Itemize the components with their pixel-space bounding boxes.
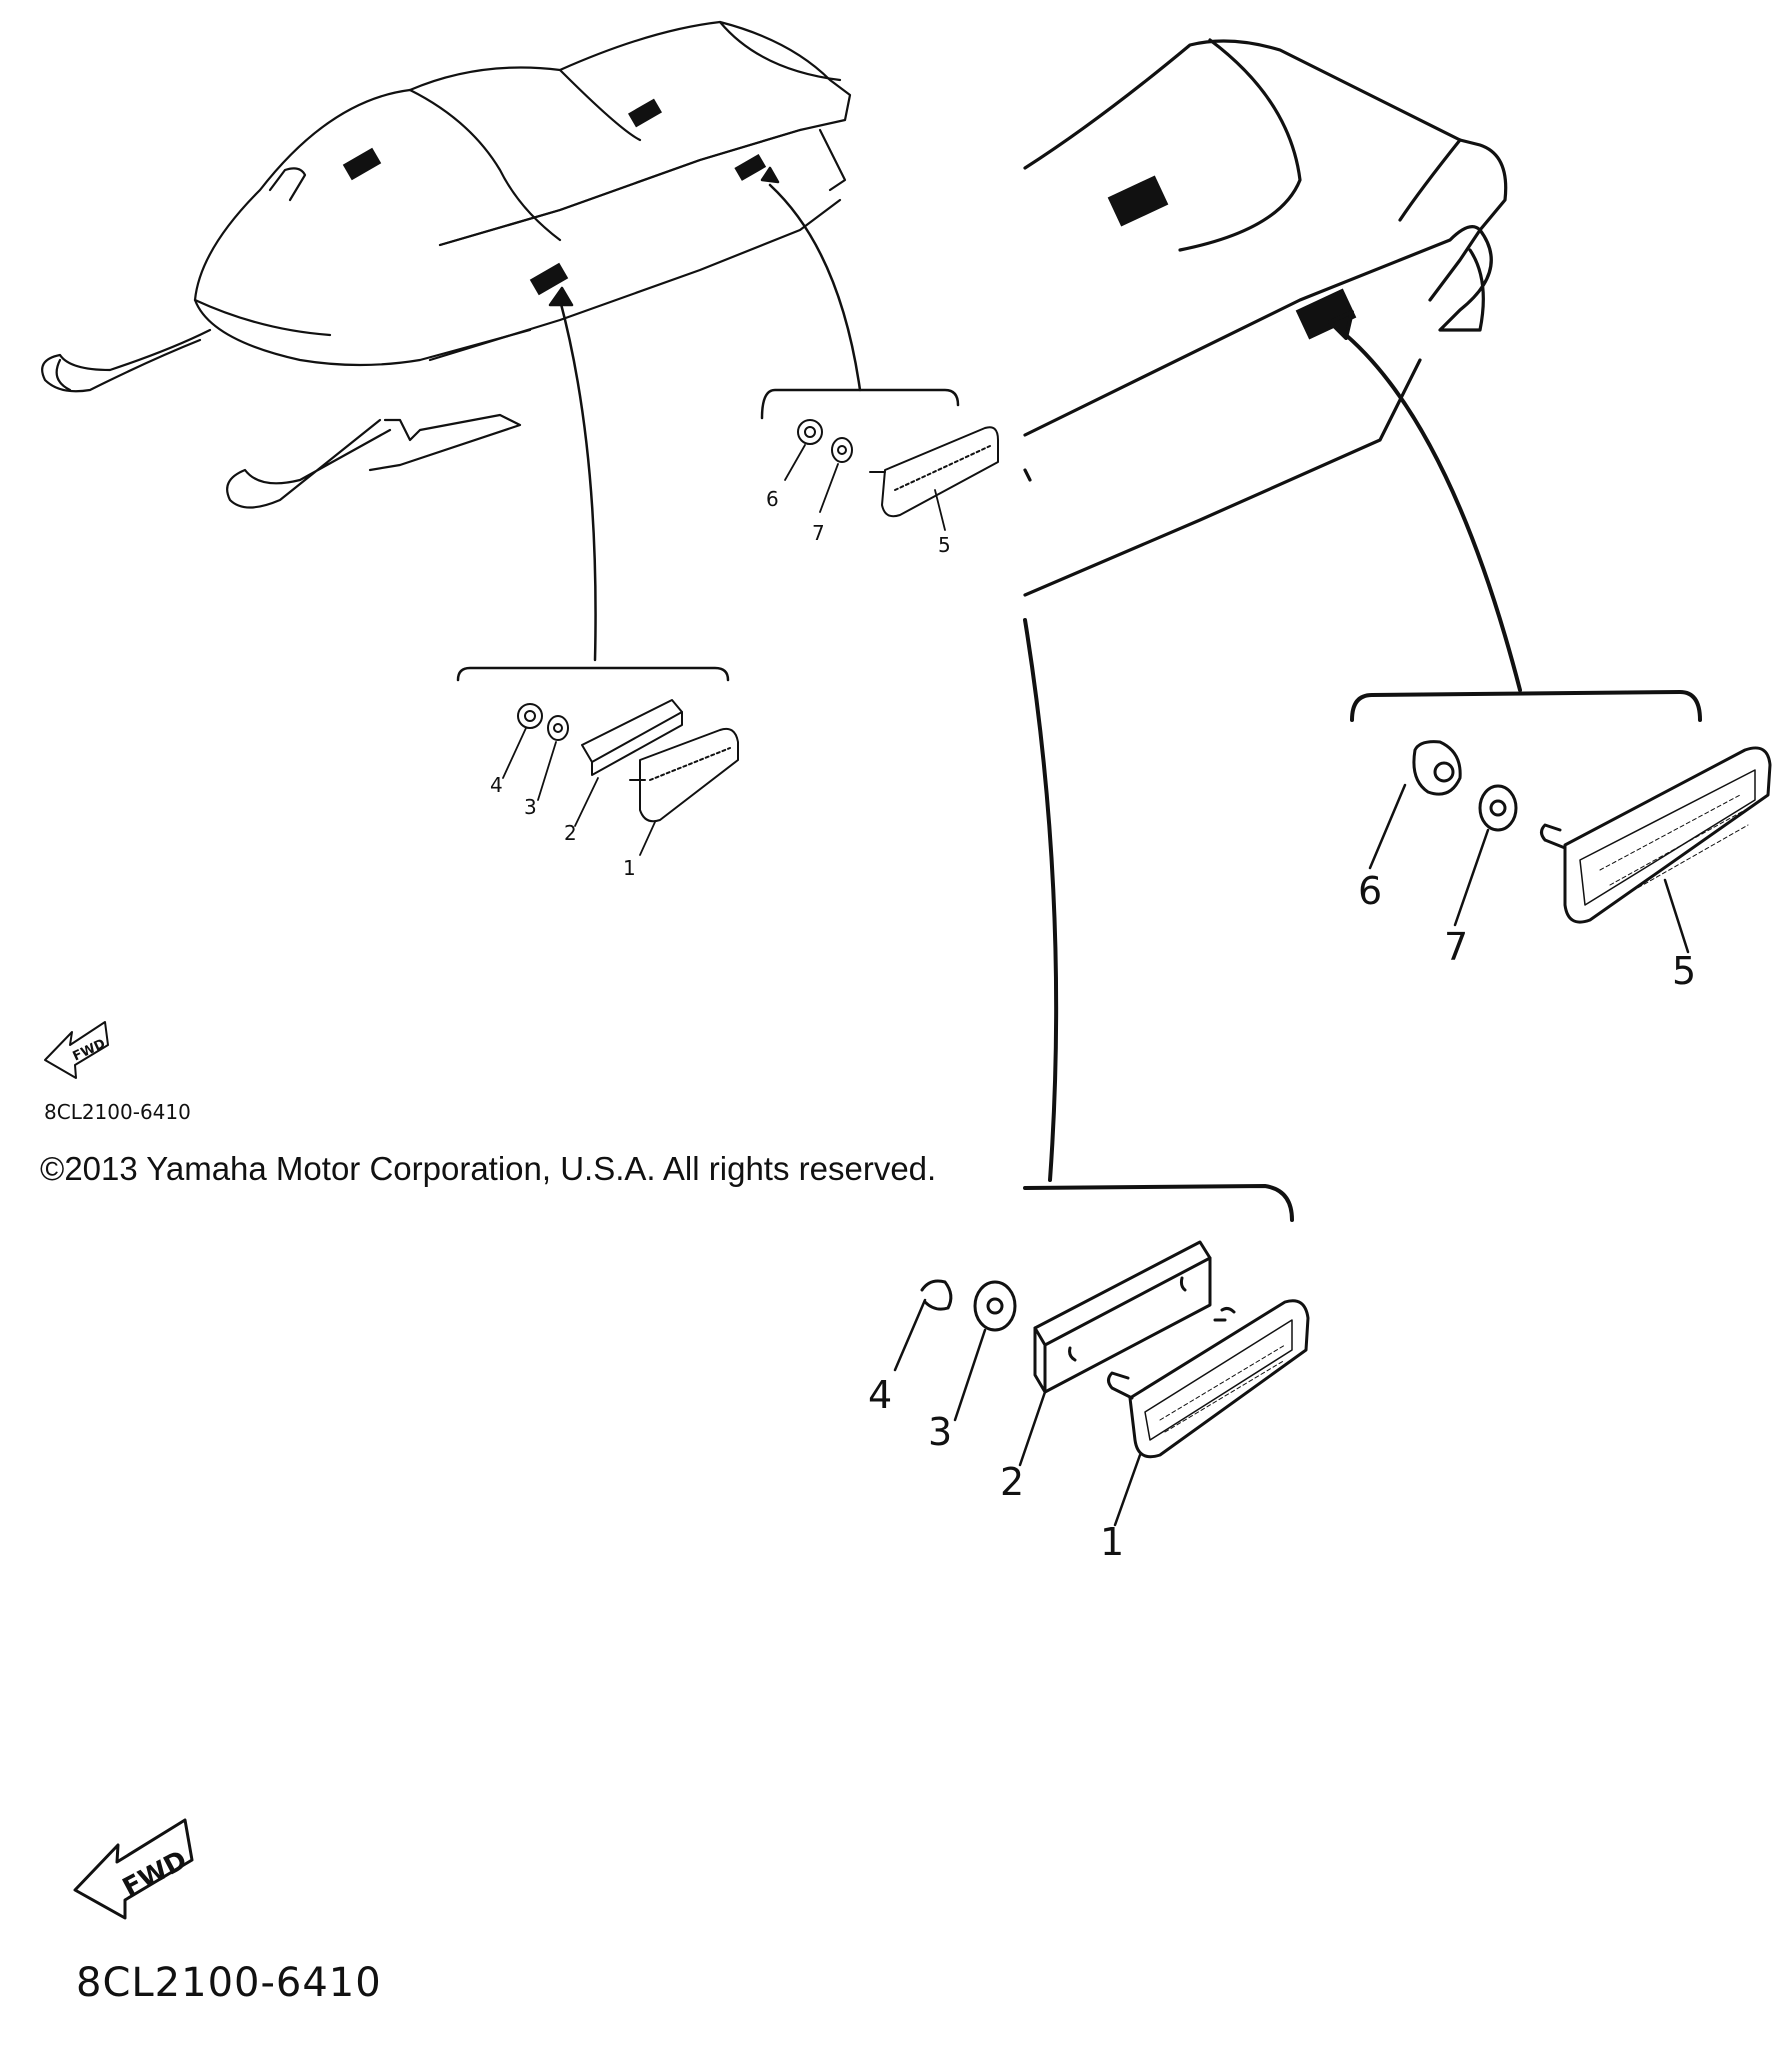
large-callout-2: 2 xyxy=(1000,1460,1024,1504)
copyright-notice: ©2013 Yamaha Motor Corporation, U.S.A. A… xyxy=(40,1150,937,1187)
small-parts-group-1-4 xyxy=(517,699,739,823)
small-callout-1: 1 xyxy=(623,856,636,880)
small-callout-lines-5-7 xyxy=(784,444,946,531)
large-parts-group-1-4 xyxy=(920,1240,1310,1459)
small-fwd-arrow-icon xyxy=(44,1021,109,1079)
large-callout-1: 1 xyxy=(1100,1520,1124,1564)
small-callout-lines-1-4 xyxy=(502,727,656,856)
large-diagram-code: 8CL2100-6410 xyxy=(76,1960,382,2006)
small-callout-3: 3 xyxy=(524,795,537,819)
large-callout-7: 7 xyxy=(1444,925,1468,969)
large-callout-4: 4 xyxy=(868,1373,892,1417)
small-leader-arrows xyxy=(548,166,862,662)
small-parts-group-5-7 xyxy=(797,419,999,518)
large-bracket-reflector-5-7 xyxy=(1350,690,1702,722)
large-callout-lines-1-4 xyxy=(893,1298,1142,1527)
small-callout-2: 2 xyxy=(564,821,577,845)
large-fwd-arrow-icon xyxy=(73,1818,194,1920)
large-callout-lines-5-7 xyxy=(1368,783,1690,954)
large-callout-6: 6 xyxy=(1358,869,1382,913)
small-callout-6: 6 xyxy=(766,487,779,511)
snowmobile-overview-illustration xyxy=(41,20,852,509)
large-callout-3: 3 xyxy=(928,1410,952,1454)
small-diagram-code: 8CL2100-6410 xyxy=(44,1100,191,1124)
small-callout-4: 4 xyxy=(490,773,503,797)
small-callout-5: 5 xyxy=(938,533,951,557)
large-callout-5: 5 xyxy=(1672,949,1696,993)
small-bracket-reflector-5-7 xyxy=(760,388,960,420)
snowmobile-rear-detail-illustration xyxy=(1023,38,1508,597)
large-bracket-reflector-1-4 xyxy=(1023,1184,1294,1222)
small-callout-7: 7 xyxy=(812,521,825,545)
large-leader-arrows xyxy=(1023,310,1522,1182)
small-bracket-reflector-1-4 xyxy=(456,666,730,682)
large-parts-group-5-7 xyxy=(1412,740,1772,924)
